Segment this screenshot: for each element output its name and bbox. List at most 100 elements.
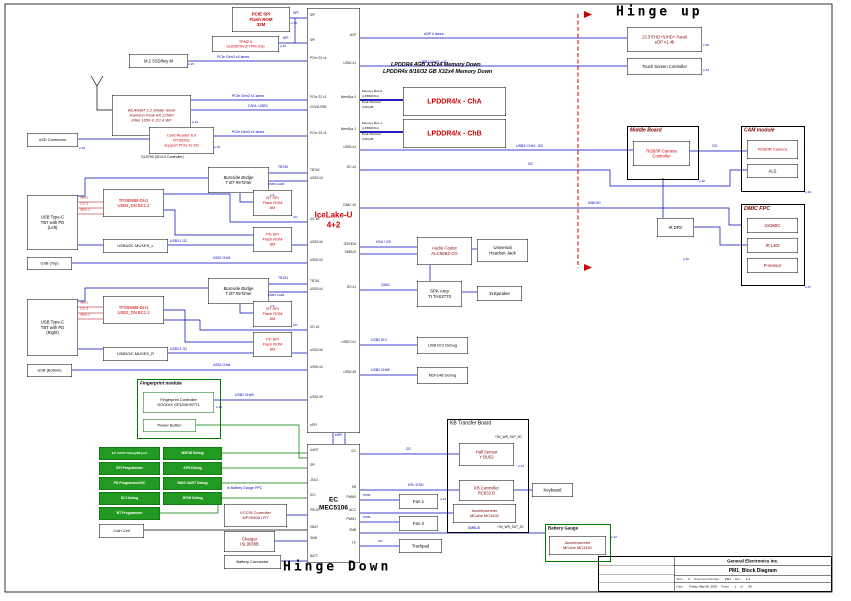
text-label: Memory Bus 0	[362, 89, 382, 93]
usb-mux-left: USB3/2C MUXES_L	[103, 239, 168, 253]
pin-label: UART	[310, 448, 319, 452]
pin-label: BATT	[310, 554, 318, 558]
text-label: USB3 CH#1, I2C	[516, 143, 544, 148]
date-label: Date:	[676, 585, 684, 589]
m2f148-debug-label: M2F148 Debug	[428, 373, 457, 378]
wire	[77, 177, 208, 197]
bt-spi-flash-top-label: 8M	[269, 205, 276, 210]
text-label: USB2 CH#3	[213, 256, 231, 260]
hinge-arrow-icon	[584, 11, 592, 18]
tps-right-label: TPS65988-DH1	[118, 304, 149, 310]
tps-right-label: USB2_DN BC1.2	[117, 310, 150, 315]
revision-row	[599, 557, 674, 566]
burnside-bridge-top-label: Burnside Bridge	[223, 174, 254, 180]
title-block-revision-table	[599, 557, 675, 591]
text-label: I2C	[378, 540, 383, 543]
vccin-controller-label: VCCIN Controller	[240, 510, 271, 516]
text-label: I2C	[406, 447, 411, 451]
bt-spi-flash-bottom-label: Flash ROM	[262, 311, 283, 317]
usd-connector: uSD Connector	[27, 133, 78, 147]
text-label: LPDDR4x 8/16/32 GB X32x4 Memory Down	[383, 68, 493, 75]
of-label: of	[740, 585, 743, 589]
title-block-main: General Electronics Inc. PM1_Block Diagr…	[674, 557, 831, 591]
pin-label: PCIe G2 x1	[310, 95, 327, 99]
text-label: USB3.1 G2	[170, 239, 188, 243]
text-label: Hinge Down	[283, 559, 392, 574]
pin-label: DMIC #0	[343, 203, 356, 207]
pin-label: USB3 #4	[310, 287, 323, 291]
dci-debug: DCI Debug	[99, 492, 160, 505]
text-label: VBUS	[80, 196, 88, 200]
fan-2: Fan 2	[399, 516, 438, 531]
speaker-2x-label: 2xSpeaker	[488, 290, 511, 296]
pin-label: JTAG	[310, 478, 318, 482]
revision-row	[599, 566, 674, 575]
usb-port-top-label: USB (Top)	[40, 261, 59, 266]
pin-label: SPI	[310, 38, 316, 42]
usb-port-top: USB (Top)	[27, 257, 72, 270]
bios-uart-debug-label: BIOS UART Debug	[177, 481, 208, 485]
trackpad: Trackpad	[399, 539, 442, 553]
pd-spi-flash-bottom-label: Flash ROM	[262, 342, 283, 347]
text-label: USB2 CH#8	[371, 368, 390, 372]
spi-programmer-label: SPI Programmer	[116, 466, 143, 470]
text-label: PWM	[363, 494, 371, 497]
text-label: GL9750 (SD4.0 Controller)	[141, 154, 184, 159]
bt-programmer: BT Programmer	[99, 507, 160, 520]
pin-label: USB3 #1	[343, 145, 356, 149]
bt-programmer-label: BT Programmer	[116, 511, 143, 515]
wlan-bt-label: Killer 1650-X 2/2.4 WF	[131, 118, 172, 123]
battery-connector: Battery Connector	[224, 555, 281, 569]
pin-label: PCIe G3 x1	[310, 131, 327, 135]
text-label: DMIC#0	[588, 201, 601, 205]
text-label: I2C	[293, 216, 298, 219]
rgbir-camera-label: RGB/IR Camera	[757, 147, 788, 152]
usbc-left-label: (Left)	[47, 225, 58, 231]
kb-transfer-board: KB Transfer Board	[447, 419, 529, 533]
date-value: Friday, May 08, 2020	[689, 585, 718, 589]
pd-spi-flash-top-label: Flash ROM	[262, 237, 283, 242]
text-label: PCIe Gen3 x1 lanes	[232, 129, 265, 134]
text-label: PCIe Gen3 x4 lanes	[217, 54, 250, 59]
pd-spi-flash-bottom-label: PD SPI	[266, 337, 279, 342]
pin-label: USB2 #4	[310, 365, 323, 369]
jesh-debug: JESH Debug	[163, 492, 222, 505]
burnside-bridge-top-label: T BT ReTimer	[225, 180, 252, 185]
accelerometer-gauge-label: MCube MC3451	[562, 545, 593, 551]
cam-module: CAM module	[741, 126, 805, 192]
headset-jack-label: Headset Jack	[489, 250, 516, 256]
pin-label: PROG	[310, 508, 320, 512]
title-block: General Electronics Inc. PM1_Block Diagr…	[598, 556, 832, 592]
wire	[77, 287, 208, 302]
middle-board: Middle Board	[627, 126, 699, 180]
pin-label: PWM1	[346, 517, 356, 521]
text-label: eSPI	[335, 433, 343, 437]
rgbir-camera: RGB/IR Camera	[747, 140, 798, 159]
battery-gauge-title: Battery Gauge	[548, 525, 579, 531]
wire	[359, 169, 747, 187]
dmic-2x: 2xDMIC	[747, 218, 798, 233]
card-reader-label: RTS5261	[173, 138, 190, 143]
pd-spi-flash-top-label: PD SPI	[266, 232, 279, 237]
als-sensor-label: ALS	[768, 168, 777, 174]
m3f48-debug: M3F48 Debug	[163, 447, 222, 460]
text-label: TBT#0	[278, 165, 289, 169]
cpu-label: 4+2	[326, 221, 341, 230]
pin-label: USB2 #1	[343, 61, 356, 65]
coin-cell: Coin Cell	[99, 524, 144, 538]
m2-ssd-label: M.2 SSD/key M	[143, 58, 174, 64]
pin-label: SPI	[310, 13, 316, 17]
keyboard-label: Keyboard	[543, 487, 562, 493]
ir-drv-label: IR DRV	[668, 224, 683, 230]
audio-codec-label: ALC5682-CG	[431, 251, 458, 256]
ec-uart-debug-label: EC UART Debug/88 port	[111, 451, 148, 456]
